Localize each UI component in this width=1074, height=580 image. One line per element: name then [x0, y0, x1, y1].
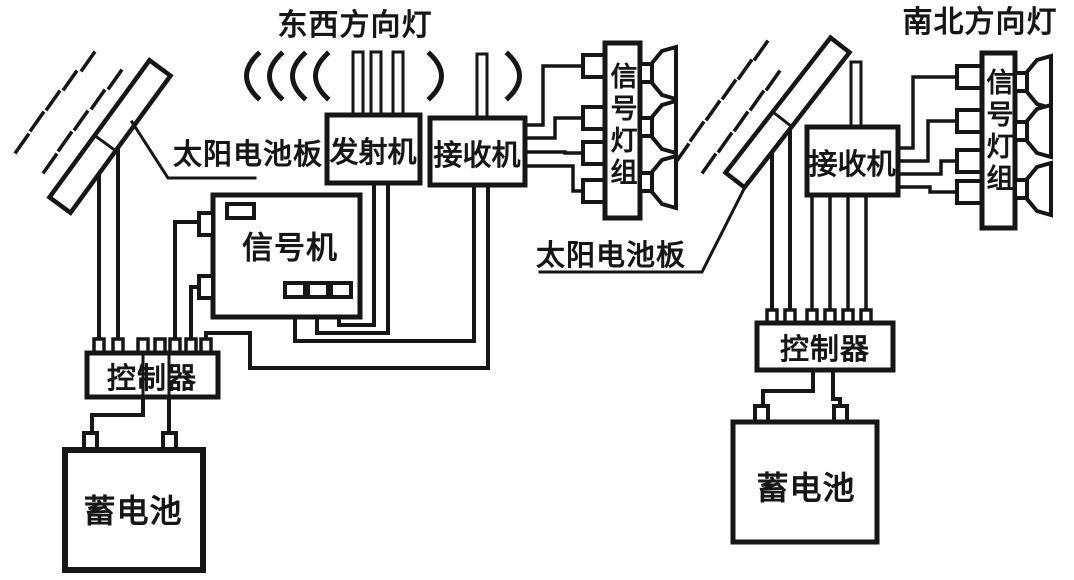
- transmitter-box: [324, 112, 423, 186]
- controller-battery-wires-right: [761, 368, 842, 408]
- lamp-icons-left: [638, 44, 678, 211]
- battery-right: [730, 404, 880, 545]
- battery-left-label: 蓄电池: [83, 493, 183, 529]
- solar-panel-right-label: 太阳电池板: [535, 240, 687, 272]
- signal-light-group-right-label: 信号灯组: [982, 68, 1013, 196]
- signal-light-group-left-label: 信号灯组: [606, 62, 637, 190]
- solar-panel-right-leader-line: [538, 180, 750, 274]
- receiver-to-lights-wires-left: [523, 64, 585, 193]
- sun-rays-left: [13, 50, 124, 175]
- controller-battery-wires-left: [90, 395, 171, 435]
- receiver-left-antenna: [475, 52, 489, 121]
- pole-wires-right: [770, 118, 792, 312]
- title-north-south-lights: 南北方向灯: [902, 6, 1058, 39]
- transmitter-label: 发射机: [329, 137, 417, 169]
- pole-wires-left: [97, 126, 120, 341]
- receiver-right-box: [804, 124, 901, 198]
- signal-machine-label: 信号机: [242, 230, 338, 266]
- title-east-west-lights: 东西方向灯: [277, 9, 433, 42]
- lamp-icons-right: [1013, 53, 1053, 218]
- signal-machine-box: [197, 192, 363, 320]
- receiver-left-label: 接收机: [433, 140, 521, 172]
- radio-wave-arcs: [244, 50, 522, 102]
- receiver-right-antenna: [849, 60, 863, 130]
- solar-panel-left-label: 太阳电池板: [172, 139, 324, 171]
- receiver-to-lights-wires-right: [896, 75, 959, 194]
- signal-light-group-left: [581, 40, 678, 221]
- battery-right-label: 蓄电池: [756, 470, 856, 506]
- controller-left-label: 控制器: [106, 363, 198, 395]
- receiver-to-controller-wires-right: [810, 193, 868, 312]
- battery-left: [62, 431, 206, 573]
- receiver-right-label: 接收机: [808, 149, 896, 181]
- solar-panel-right: [722, 34, 853, 191]
- controller-right-label: 控制器: [779, 334, 871, 366]
- sun-rays-right: [673, 39, 782, 175]
- controller-left: [84, 337, 221, 400]
- signal-light-group-right: [955, 50, 1053, 231]
- solar-panel-left: [46, 57, 174, 216]
- solar-panel-left-leader-line: [129, 119, 257, 180]
- controller-right: [754, 308, 896, 373]
- transmitter-antennas: [351, 50, 405, 118]
